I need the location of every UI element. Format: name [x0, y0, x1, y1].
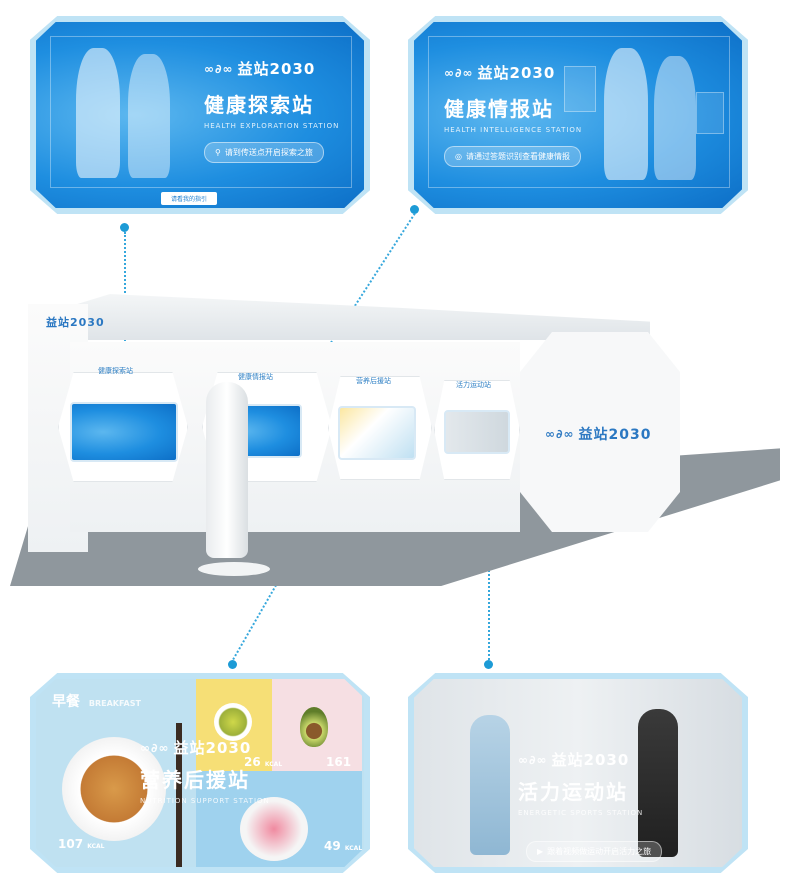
callout-dot — [410, 205, 419, 214]
mini-screen-nutrition — [338, 406, 416, 460]
panel-nutrition-screen: 早餐 BREAKFAST ∞∂∞ 益站2030 营养后援站 NUTRITION … — [36, 679, 364, 867]
station-title: 健康探索站 — [204, 93, 314, 117]
brand-mark: ∞∂∞ — [545, 427, 575, 441]
kcal-number: 26 — [244, 755, 261, 769]
scan-icon: ◎ — [455, 152, 462, 161]
footer-tag: 请看我的指引 — [161, 192, 218, 205]
brand-name: 益站2030 — [237, 60, 316, 78]
station-title: 健康情报站 — [444, 97, 554, 121]
panel-health-exploration: ∞∂∞ 益站2030 健康探索站 HEALTH EXPLORATION STAT… — [30, 16, 370, 214]
station-subtitle: HEALTH EXPLORATION STATION — [204, 122, 340, 130]
panel-health-intelligence-screen: ∞∂∞ 益站2030 健康情报站 HEALTH INTELLIGENCE STA… — [414, 22, 742, 208]
bay-label: 活力运动站 — [456, 381, 491, 389]
callout-dot — [484, 660, 493, 669]
brand-name: 益站2030 — [477, 64, 556, 82]
panel-health-intelligence: ∞∂∞ 益站2030 健康情报站 HEALTH INTELLIGENCE STA… — [408, 16, 748, 214]
brand-mark: ∞∂∞ — [140, 740, 170, 755]
brand-logo: ∞∂∞ 益站2030 — [204, 58, 339, 79]
booth-logo: 益站2030 — [46, 314, 105, 330]
station-subtitle: NUTRITION SUPPORT STATION — [140, 797, 270, 805]
info-card — [696, 92, 724, 134]
kcal-value: 49 KCAL — [324, 839, 362, 853]
brand-logo: ∞∂∞ 益站2030 — [518, 749, 643, 770]
booth-logo-text: 益站2030 — [46, 316, 105, 329]
human-silhouette — [604, 48, 648, 180]
kcal-value: 107 KCAL — [58, 837, 105, 851]
breakfast-en: BREAKFAST — [88, 699, 141, 708]
hint-pill: ◎ 请通过答题识别查看健康情报 — [444, 146, 581, 167]
hint-text: 跟着视频做运动开启活力之旅 — [547, 847, 652, 856]
mannequin-base — [198, 562, 270, 576]
kcal-value: 161 — [326, 755, 351, 769]
brand-mark: ∞∂∞ — [204, 61, 234, 76]
kcal-number: 107 — [58, 837, 84, 851]
soup-bowl — [214, 703, 252, 741]
mannequin-figure — [206, 382, 248, 558]
brand-logo: ∞∂∞ 益站2030 — [444, 62, 582, 83]
human-silhouette — [76, 48, 120, 178]
callout-dot — [228, 660, 237, 669]
breakfast-cn: 早餐 — [52, 694, 80, 710]
mini-screen-exploration — [70, 402, 178, 462]
station-subtitle: ENERGETIC SPORTS STATION — [518, 809, 644, 817]
panel-sports-screen: ∞∂∞ 益站2030 活力运动站 ENERGETIC SPORTS STATIO… — [414, 679, 742, 867]
hint-pill: ⚲ 请到传送点开启探索之旅 — [204, 142, 324, 163]
panel-health-exploration-screen: ∞∂∞ 益站2030 健康探索站 HEALTH EXPLORATION STAT… — [36, 22, 364, 208]
brand-mark: ∞∂∞ — [518, 752, 548, 767]
station-subtitle: HEALTH INTELLIGENCE STATION — [444, 126, 583, 134]
hint-text: 请到传送点开启探索之旅 — [224, 148, 313, 157]
kcal-unit: KCAL — [87, 843, 105, 850]
hud-frame — [428, 36, 730, 188]
station-title: 活力运动站 — [518, 780, 628, 804]
callout-dot — [120, 223, 129, 232]
panel-sports: ∞∂∞ 益站2030 活力运动站 ENERGETIC SPORTS STATIO… — [408, 673, 748, 873]
sports-heading: ∞∂∞ 益站2030 活力运动站 ENERGETIC SPORTS STATIO… — [518, 749, 643, 817]
kcal-number: 49 — [324, 839, 341, 853]
chopsticks — [176, 723, 182, 867]
end-wall-logo-text: 益站2030 — [578, 427, 652, 443]
kcal-number: 161 — [326, 755, 352, 769]
bay-label: 健康情报站 — [238, 373, 273, 381]
brand-mark: ∞∂∞ — [444, 65, 474, 80]
booth-end-wall — [520, 332, 680, 532]
bay-label: 健康探索站 — [98, 367, 133, 375]
kcal-unit: KCAL — [264, 761, 283, 768]
human-silhouette — [654, 56, 696, 180]
human-silhouette — [128, 54, 170, 178]
kcal-unit: KCAL — [344, 845, 363, 852]
panel-nutrition: 早餐 BREAKFAST ∞∂∞ 益站2030 营养后援站 NUTRITION … — [30, 673, 370, 873]
location-pin-icon: ⚲ — [215, 148, 221, 157]
hud-frame — [50, 36, 352, 188]
bay-label: 营养后援站 — [356, 377, 391, 385]
play-icon: ▶ — [537, 847, 544, 856]
brand-name: 益站2030 — [173, 739, 252, 757]
person-exercise — [638, 709, 678, 857]
fruit-bowl — [240, 797, 308, 861]
person-taichi — [470, 715, 510, 855]
breakfast-label: 早餐 BREAKFAST — [52, 691, 141, 711]
hint-pill: ▶ 跟着视频做运动开启活力之旅 — [526, 841, 663, 862]
pasta-plate — [62, 737, 166, 841]
hint-text: 请通过答题识别查看健康情报 — [465, 152, 570, 161]
nutrition-heading: ∞∂∞ 益站2030 营养后援站 NUTRITION SUPPORT STATI… — [140, 737, 270, 805]
brand-logo: ∞∂∞ 益站2030 — [140, 737, 270, 758]
brand-name: 益站2030 — [551, 751, 630, 769]
end-wall-logo: ∞∂∞ 益站2030 — [545, 424, 652, 444]
info-card — [564, 66, 596, 112]
kcal-value: 26 KCAL — [244, 755, 282, 769]
avocado — [300, 707, 328, 747]
station-title: 营养后援站 — [140, 768, 250, 792]
exhibit-booth: 益站2030 ∞∂∞ 益站2030 健康探索站 健康情报站 营养后援站 活力运动… — [10, 286, 780, 591]
mini-screen-sports — [444, 410, 510, 454]
